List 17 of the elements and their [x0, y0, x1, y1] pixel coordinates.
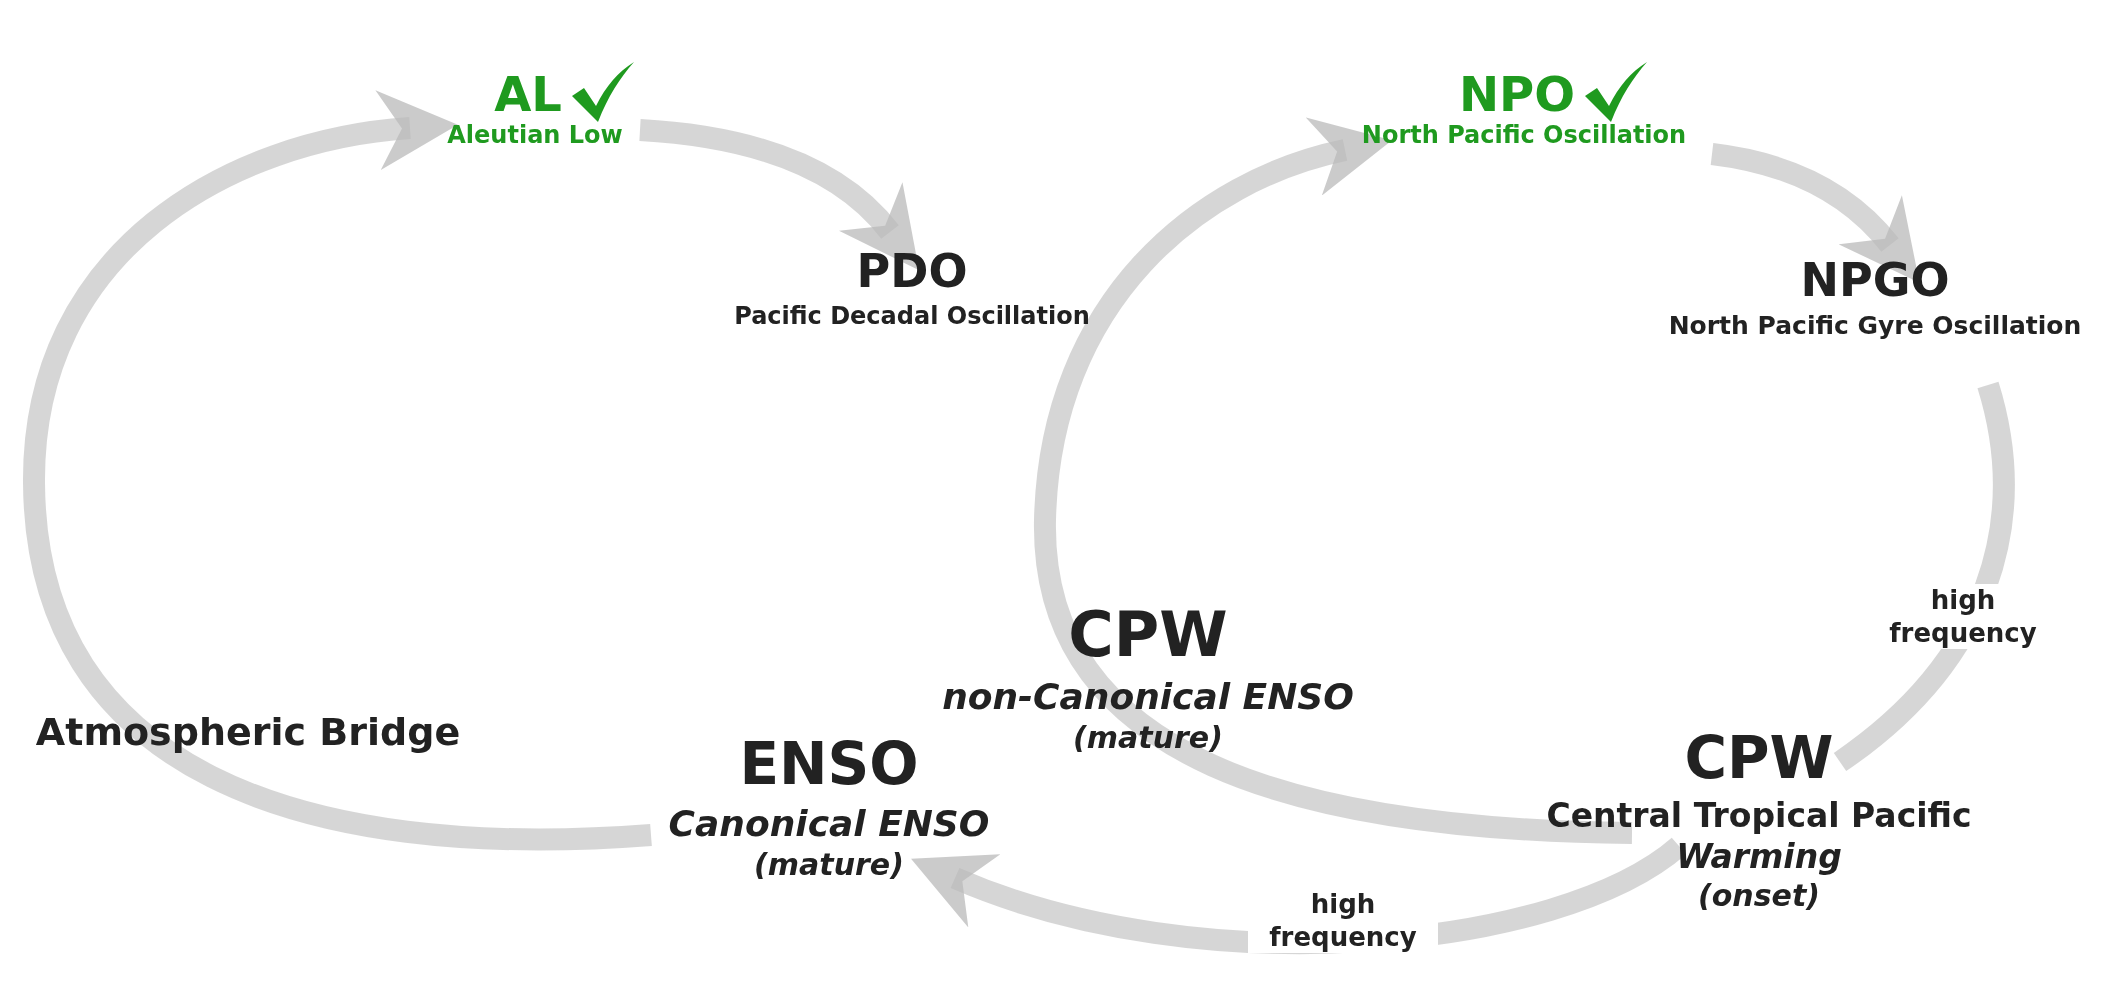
node-text: (mature) [1073, 718, 1223, 756]
loop-label: Atmospheric Bridge [35, 708, 461, 756]
node-title: ENSO [739, 729, 919, 800]
node-title: CPW [1684, 723, 1834, 794]
node-title: NPGO [1800, 252, 1950, 309]
arrow [1034, 119, 1633, 844]
arrow [23, 91, 652, 851]
node-text: (onset) [1698, 877, 1820, 915]
node-text: (mature) [754, 845, 904, 883]
node-text: Canonical ENSO [668, 801, 990, 846]
node-text: North Pacific Gyre Oscillation [1668, 309, 2082, 341]
node-title: CPW [1068, 597, 1228, 673]
node-text: non-Canonical ENSO [942, 674, 1354, 719]
node-text: Warming [1676, 835, 1842, 877]
node-title: PDO [856, 243, 968, 300]
node-text: Central Tropical Pacific [1546, 794, 1972, 836]
node-text: Pacific Decadal Oscillation [734, 300, 1090, 331]
